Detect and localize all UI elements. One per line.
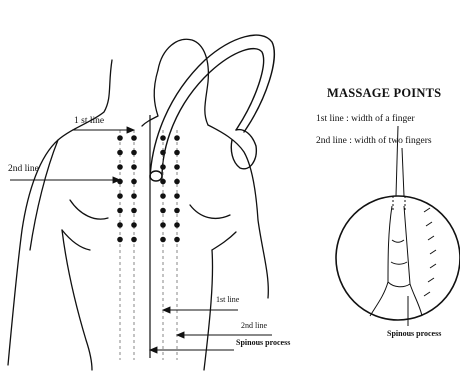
scapula-right bbox=[190, 205, 230, 218]
arrow-right-1st-head bbox=[163, 307, 170, 313]
right-label-first-line: 1st line bbox=[216, 296, 239, 304]
legend-first-line: 1st line : width of a finger bbox=[316, 115, 415, 125]
massage-point-dot bbox=[131, 237, 137, 243]
massage-point-dot bbox=[131, 135, 137, 141]
massage-point-dot bbox=[131, 150, 137, 156]
diagram-title: MASSAGE POINTS bbox=[327, 87, 441, 100]
legend-second-line: 2nd line : width of two fingers bbox=[316, 137, 432, 147]
inset-finger bbox=[370, 206, 422, 316]
massage-point-dot bbox=[160, 179, 166, 185]
inset-circle bbox=[336, 196, 460, 320]
body-outline-left-arm bbox=[30, 140, 92, 370]
inset-spinous-marks bbox=[424, 208, 436, 296]
waist-left bbox=[62, 230, 90, 250]
massage-point-dot bbox=[160, 135, 166, 141]
massage-point-dot bbox=[174, 193, 180, 199]
massage-point-dot bbox=[174, 164, 180, 170]
massage-point-dot bbox=[131, 208, 137, 214]
massage-point-dot bbox=[131, 222, 137, 228]
massage-point-dot bbox=[160, 164, 166, 170]
tool-tip bbox=[150, 171, 162, 181]
inset-finger-joints bbox=[391, 240, 407, 264]
massage-point-dot bbox=[174, 135, 180, 141]
massage-tool-inner bbox=[162, 49, 264, 178]
massage-point-dot bbox=[131, 164, 137, 170]
arrow-right-2nd-head bbox=[177, 332, 184, 338]
massage-point-dot bbox=[131, 179, 137, 185]
massage-point-dot bbox=[160, 193, 166, 199]
massage-point-dot bbox=[160, 208, 166, 214]
massage-point-dot bbox=[174, 237, 180, 243]
left-label-first-line: 1 st line bbox=[74, 117, 104, 127]
body-outline-right bbox=[204, 125, 268, 370]
right-label-second-line: 2nd line bbox=[241, 322, 267, 330]
massage-point-dot bbox=[174, 179, 180, 185]
massage-point-dot bbox=[160, 150, 166, 156]
massage-point-dot bbox=[117, 164, 123, 170]
hand-outline bbox=[231, 130, 256, 169]
massage-point-dot bbox=[131, 193, 137, 199]
massage-point-dot bbox=[117, 237, 123, 243]
arrow-left-1st-head bbox=[127, 127, 134, 133]
massage-point-dot bbox=[117, 150, 123, 156]
massage-point-dot bbox=[117, 193, 123, 199]
massage-point-dot bbox=[160, 222, 166, 228]
massage-point-dot bbox=[117, 208, 123, 214]
inset-caption: Spinous process bbox=[387, 330, 441, 338]
left-label-second-line: 2nd line bbox=[8, 165, 39, 175]
massage-point-dot bbox=[174, 150, 180, 156]
arrow-spinous-head bbox=[150, 347, 157, 353]
massage-points bbox=[117, 135, 180, 242]
massage-point-dot bbox=[174, 208, 180, 214]
waist-right bbox=[212, 232, 236, 250]
massage-point-dot bbox=[117, 135, 123, 141]
massage-point-dot bbox=[160, 237, 166, 243]
inset-leader-2 bbox=[402, 148, 404, 196]
massage-point-dot bbox=[117, 222, 123, 228]
scapula-left bbox=[70, 200, 108, 219]
body-outline bbox=[8, 60, 112, 365]
massage-point-dot bbox=[174, 222, 180, 228]
right-label-spinous-process: Spinous process bbox=[236, 339, 290, 347]
